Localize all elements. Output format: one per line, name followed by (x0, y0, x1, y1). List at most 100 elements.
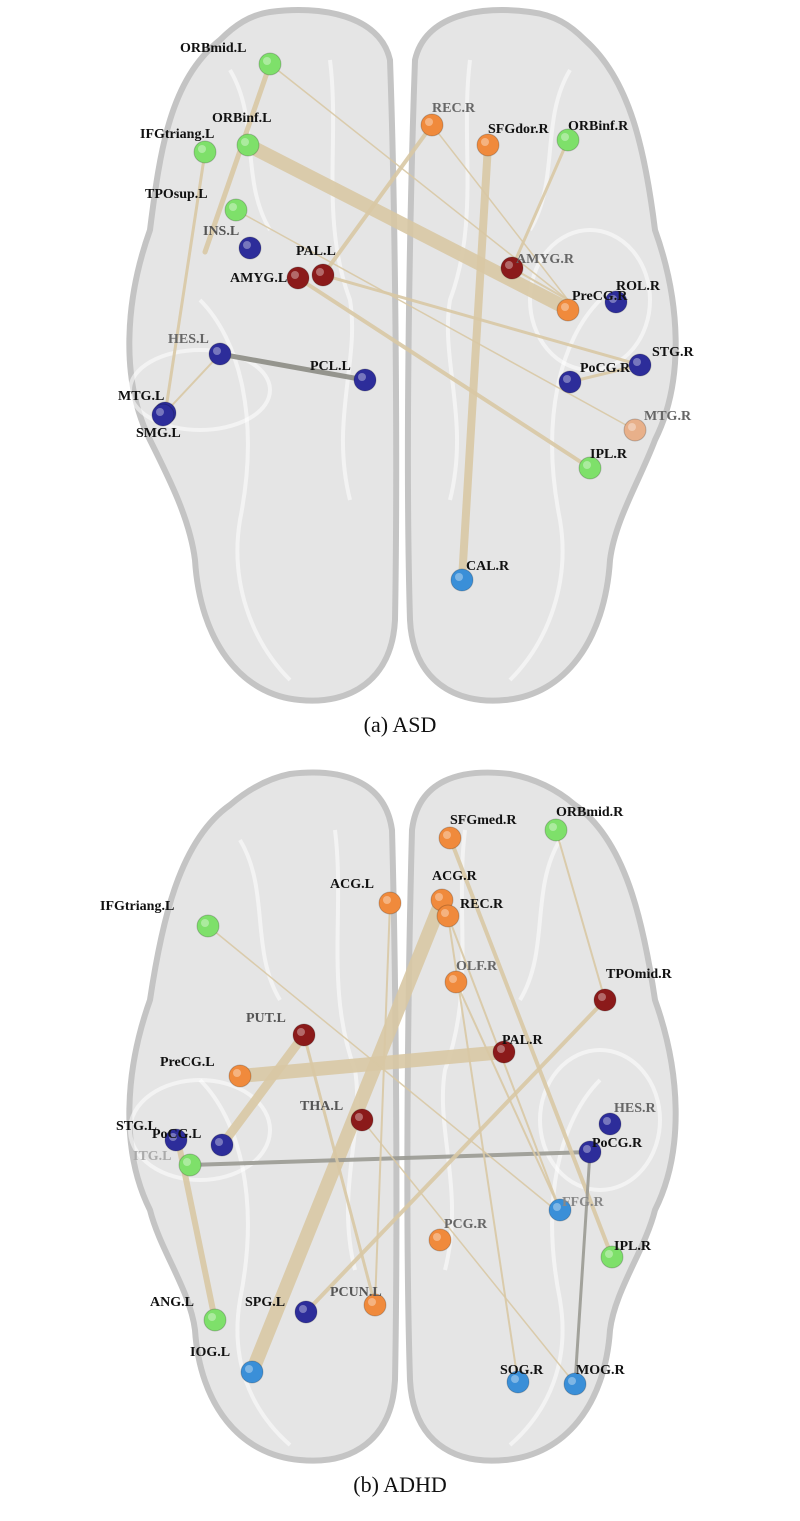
node-highlight (433, 1233, 441, 1241)
node-label-pal-l: PAL.L (296, 244, 336, 259)
edges-adhd (177, 829, 614, 1386)
node-label-put-l: PUT.L (246, 1011, 286, 1026)
node-label-ffg-r: FFG.R (562, 1195, 604, 1210)
node-label-smg-l: SMG.L (136, 426, 181, 441)
edge-putl-pcunl (302, 1033, 377, 1307)
node-highlight (316, 268, 324, 276)
node-label-tha-l: THA.L (300, 1099, 343, 1114)
node-label-tpomid-r: TPOmid.R (606, 967, 673, 982)
node-highlight (368, 1298, 376, 1306)
edge-hesl-pcll (217, 351, 368, 383)
node-label-rec-r: REC.R (432, 101, 476, 116)
node-mtg-r (623, 418, 647, 442)
edge-putl-pocgl (217, 1030, 309, 1150)
node-label-iog-l: IOG.L (190, 1345, 230, 1360)
node-highlight (243, 241, 251, 249)
node-label-ifgtriang-l: IFGtriang.L (100, 899, 174, 914)
node-highlight (511, 1375, 519, 1383)
node-spg-l (294, 1300, 318, 1324)
node-highlight (583, 461, 591, 469)
node-label-spg-l: SPG.L (245, 1295, 285, 1310)
node-pocg-l (210, 1133, 234, 1157)
node-label-ifgtriang-l: IFGtriang.L (140, 127, 214, 142)
node-label-amyg-r: AMYG.R (516, 252, 575, 267)
node-orbmid-l (258, 52, 282, 76)
edge-pocgr-mogr (573, 1150, 592, 1386)
node-highlight (441, 909, 449, 917)
node-pcg-r (428, 1228, 452, 1252)
edge-ifgtriangl-mtgl (163, 150, 207, 417)
edge-sfgmedr-iplr (448, 836, 614, 1259)
node-label-amyg-l: AMYG.L (230, 271, 287, 286)
edge-olfr-ffgr (455, 981, 561, 1211)
node-label-ipl-r: IPL.R (590, 447, 628, 462)
node-highlight (443, 831, 451, 839)
node-highlight (156, 408, 164, 416)
node-highlight (568, 1377, 576, 1385)
node-label-itg-l: ITG.L (133, 1149, 172, 1164)
node-highlight (609, 295, 617, 303)
node-label-orbmid-r: ORBmid.R (556, 805, 624, 820)
node-label-ipl-r: IPL.R (614, 1239, 652, 1254)
node-ins-l (238, 236, 262, 260)
node-rol-r (604, 290, 628, 314)
node-highlight (561, 133, 569, 141)
node-highlight (201, 919, 209, 927)
brain-diagram-asd: ORBmid.LORBinf.LIFGtriang.LTPOsup.LINS.L… (118, 7, 695, 704)
edge-itgl-pocgr (188, 1150, 592, 1167)
node-precg-r (556, 298, 580, 322)
node-amyg-l (286, 266, 310, 290)
node-iog-l (240, 1360, 264, 1384)
node-smg-l (151, 403, 175, 427)
gyri-highlights (128, 59, 652, 682)
node-highlight (245, 1365, 253, 1373)
node-highlight (425, 118, 433, 126)
node-label-sfgmed-r: SFGmed.R (450, 813, 517, 828)
edges-asd (162, 61, 642, 584)
brain-diagram-adhd: SFGmed.RORBmid.RACG.LACG.RREC.RIFGtriang… (100, 769, 679, 1464)
node-sog-r (506, 1370, 530, 1394)
node-pocg-r (578, 1140, 602, 1164)
node-precg-l (228, 1064, 252, 1088)
edge-orbinfl-precgr (241, 138, 577, 317)
node-acg-l (378, 891, 402, 915)
node-highlight (455, 573, 463, 581)
edge-sfgdorr-calr (458, 141, 492, 584)
nodes-adhd: SFGmed.RORBmid.RACG.LACG.RREC.RIFGtriang… (100, 805, 673, 1396)
caption-adhd: (b) ADHD (353, 1472, 447, 1497)
node-ang-l (203, 1308, 227, 1332)
node-label-pocg-l: PoCG.L (152, 1127, 201, 1142)
node-highlight (233, 1069, 241, 1077)
edge-recr-sogr (447, 915, 519, 1383)
node-label-hes-l: HES.L (168, 332, 209, 347)
node-label-orbinf-l: ORBinf.L (212, 111, 272, 126)
node-hes-r (598, 1112, 622, 1136)
node-label-tposup-l: TPOsup.L (145, 187, 208, 202)
node-rec-r (436, 904, 460, 928)
edge-pall-stgr (321, 273, 642, 367)
node-put-l (292, 1023, 316, 1047)
node-highlight (505, 261, 513, 269)
node-highlight (598, 993, 606, 1001)
edge-hesl-smgl (162, 353, 221, 416)
node-label-rol-r: ROL.R (616, 279, 661, 294)
edge-ifgtriangl-ffgr (207, 925, 559, 1213)
node-highlight (603, 1117, 611, 1125)
node-pcl-l (353, 368, 377, 392)
node-label-orbinf-r: ORBinf.R (568, 119, 629, 134)
node-stg-l (164, 1128, 188, 1152)
node-tha-l (350, 1108, 374, 1132)
edge-recr-pall (321, 123, 434, 277)
node-highlight (633, 358, 641, 366)
node-highlight (183, 1158, 191, 1166)
node-sfgmed-r (438, 826, 462, 850)
node-tposup-l (224, 198, 248, 222)
node-label-acg-l: ACG.L (330, 877, 374, 892)
node-label-hes-r: HES.R (614, 1101, 657, 1116)
node-ifgtriang-l (193, 140, 217, 164)
right-hemisphere (404, 7, 679, 704)
node-itg-l (178, 1153, 202, 1177)
node-stg-r (628, 353, 652, 377)
node-label-mog-r: MOG.R (576, 1363, 625, 1378)
node-highlight (198, 145, 206, 153)
